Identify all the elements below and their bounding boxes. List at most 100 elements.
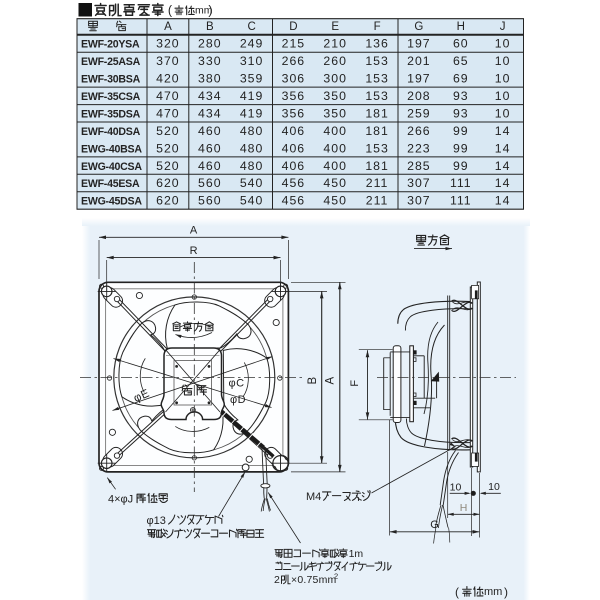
- svg-text:153: 153: [365, 141, 389, 155]
- svg-text:470: 470: [156, 107, 180, 121]
- svg-text:B: B: [307, 377, 319, 385]
- svg-text:14: 14: [495, 194, 511, 208]
- svg-text:280: 280: [198, 37, 222, 51]
- svg-text:201: 201: [407, 54, 431, 68]
- svg-text:14: 14: [495, 141, 511, 155]
- svg-text:153: 153: [365, 54, 389, 68]
- svg-text:): ): [208, 4, 212, 18]
- svg-text:370: 370: [156, 54, 180, 68]
- svg-text:330: 330: [198, 54, 222, 68]
- svg-text:10: 10: [495, 54, 511, 68]
- svg-text:G: G: [430, 519, 439, 531]
- svg-text:197: 197: [407, 37, 431, 51]
- svg-text:419: 419: [240, 107, 264, 121]
- svg-text:380: 380: [198, 72, 222, 86]
- svg-text:406: 406: [282, 124, 306, 138]
- svg-text:EWF-45ESA: EWF-45ESA: [81, 178, 140, 190]
- svg-text:520: 520: [156, 141, 180, 155]
- svg-text:356: 356: [282, 89, 306, 103]
- svg-text:): ): [504, 585, 508, 599]
- svg-text:φE: φE: [132, 387, 152, 405]
- svg-text:460: 460: [198, 159, 222, 173]
- svg-text:J: J: [500, 21, 506, 33]
- svg-text:181: 181: [365, 107, 389, 121]
- svg-text:285: 285: [407, 159, 431, 173]
- svg-text:A: A: [325, 377, 337, 385]
- svg-text:14: 14: [495, 176, 511, 190]
- svg-text:60: 60: [453, 37, 469, 51]
- svg-text:69: 69: [453, 72, 469, 86]
- svg-text:210: 210: [323, 37, 347, 51]
- svg-text:460: 460: [198, 141, 222, 155]
- svg-text:EWF-20YSA: EWF-20YSA: [81, 39, 140, 51]
- svg-text:350: 350: [323, 89, 347, 103]
- svg-text:260: 260: [323, 54, 347, 68]
- svg-text:EWG-45DSA: EWG-45DSA: [81, 196, 142, 208]
- svg-text:mm: mm: [195, 5, 213, 17]
- svg-text:G: G: [414, 21, 423, 33]
- svg-text:C: C: [247, 21, 255, 33]
- svg-text:φD: φD: [230, 394, 246, 406]
- svg-text:93: 93: [453, 107, 469, 121]
- svg-text:306: 306: [282, 72, 306, 86]
- svg-text:F: F: [349, 380, 361, 387]
- svg-text:2: 2: [334, 572, 338, 581]
- svg-text:EWF-35DSA: EWF-35DSA: [81, 109, 141, 121]
- svg-text:181: 181: [365, 124, 389, 138]
- svg-text:215: 215: [282, 37, 306, 51]
- svg-text:φ13: φ13: [147, 515, 166, 527]
- svg-text:249: 249: [240, 37, 264, 51]
- svg-text:400: 400: [323, 124, 347, 138]
- svg-text:F: F: [374, 21, 381, 33]
- svg-text:mm: mm: [484, 586, 502, 598]
- svg-text:419: 419: [240, 89, 264, 103]
- svg-text:520: 520: [156, 159, 180, 173]
- svg-text:356: 356: [282, 107, 306, 121]
- svg-text:211: 211: [366, 176, 389, 190]
- svg-text:10: 10: [495, 72, 511, 86]
- svg-text:223: 223: [407, 141, 431, 155]
- svg-text:10: 10: [450, 481, 462, 493]
- svg-text:560: 560: [198, 176, 222, 190]
- svg-text:93: 93: [453, 89, 469, 103]
- svg-text:4×φJ: 4×φJ: [108, 494, 133, 506]
- svg-text:266: 266: [407, 124, 431, 138]
- svg-text:480: 480: [240, 159, 264, 173]
- svg-text:136: 136: [365, 37, 389, 51]
- svg-text:×0.75mm: ×0.75mm: [291, 574, 337, 586]
- svg-text:208: 208: [407, 89, 431, 103]
- svg-text:A: A: [190, 225, 198, 237]
- svg-text:307: 307: [407, 176, 431, 190]
- svg-text:480: 480: [240, 141, 264, 155]
- svg-text:350: 350: [323, 107, 347, 121]
- svg-text:540: 540: [240, 194, 264, 208]
- svg-text:M4: M4: [306, 491, 321, 503]
- svg-text:10: 10: [495, 37, 511, 51]
- svg-text:211: 211: [366, 194, 389, 208]
- svg-text:2: 2: [274, 574, 280, 586]
- svg-text:H: H: [457, 21, 465, 33]
- svg-text:111: 111: [450, 176, 472, 190]
- svg-text:φC: φC: [228, 378, 244, 390]
- svg-text:R: R: [190, 245, 198, 257]
- svg-text:470: 470: [156, 89, 180, 103]
- svg-text:10: 10: [495, 107, 511, 121]
- svg-text:99: 99: [453, 124, 469, 138]
- svg-text:450: 450: [323, 176, 347, 190]
- svg-text:181: 181: [365, 159, 389, 173]
- svg-text:10: 10: [488, 481, 500, 493]
- svg-text:(: (: [168, 4, 173, 18]
- svg-text:259: 259: [407, 107, 431, 121]
- svg-text:420: 420: [156, 72, 180, 86]
- svg-text:560: 560: [198, 194, 222, 208]
- svg-text:620: 620: [156, 176, 180, 190]
- svg-text:EWF-30BSA: EWF-30BSA: [81, 74, 141, 86]
- svg-text:14: 14: [495, 124, 511, 138]
- svg-text:400: 400: [323, 141, 347, 155]
- svg-text:359: 359: [240, 72, 264, 86]
- svg-text:456: 456: [282, 176, 306, 190]
- svg-text:1m: 1m: [349, 548, 364, 560]
- svg-text:434: 434: [198, 107, 222, 121]
- svg-text:540: 540: [240, 176, 264, 190]
- svg-text:A: A: [164, 21, 172, 33]
